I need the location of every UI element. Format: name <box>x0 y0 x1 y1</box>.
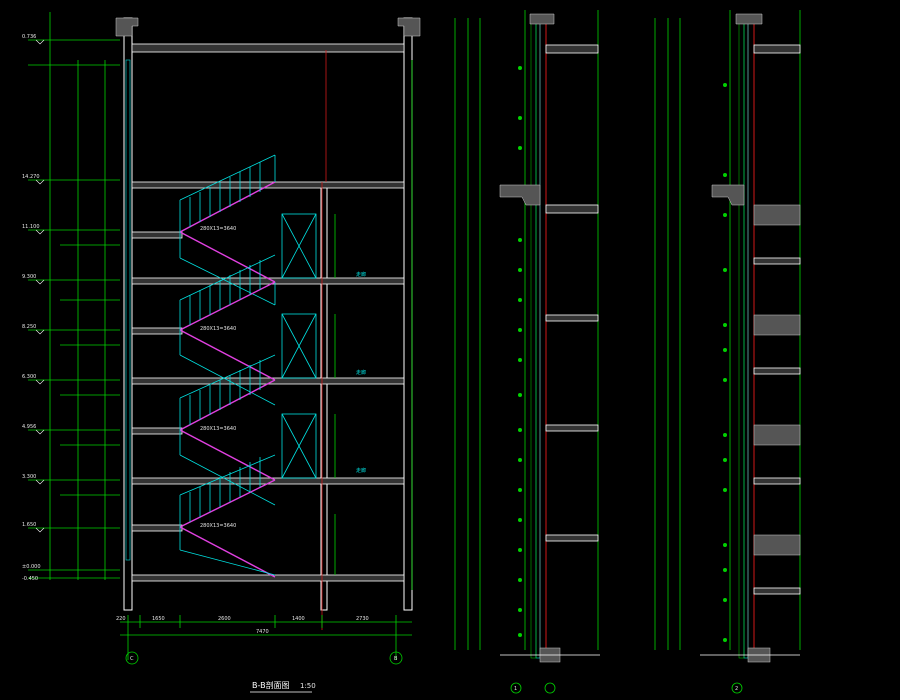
left-dimension-chains: 0.736 14.270 11.100 9.300 8.250 6.300 4.… <box>22 12 120 582</box>
axis-bubble-right: B <box>389 651 403 665</box>
horizontal-dimension: 1400 <box>292 616 305 622</box>
floor-label: 走廊 <box>356 369 366 376</box>
stair-flights <box>179 154 276 578</box>
elevation-label: 9.300 <box>22 274 36 280</box>
main-section: 走廊 走廊 走廊 280X13=3640 280X13=3640 280X13=… <box>115 17 421 693</box>
drawing-scale: 1:50 <box>300 682 316 690</box>
horizontal-dimension: 220 <box>116 616 126 622</box>
detail-label: 1 <box>514 686 517 692</box>
wall-detail-2: 2 <box>654 10 801 694</box>
floor-label: 走廊 <box>356 271 366 278</box>
horizontal-dimension: 2730 <box>356 616 369 622</box>
elevation-label: -0.450 <box>22 576 38 582</box>
axis-label: B <box>394 656 398 662</box>
elevation-label: 8.250 <box>22 324 36 330</box>
axis-bubble-left: C <box>125 651 139 665</box>
elevation-label: 4.956 <box>22 424 36 430</box>
stair-dimension: 280X13=3640 <box>200 226 236 232</box>
detail-label: 2 <box>735 686 738 692</box>
elevation-label: 6.300 <box>22 374 36 380</box>
elevation-label: 0.736 <box>22 34 36 40</box>
elevation-label: 14.270 <box>22 174 40 180</box>
elevation-label: 3.300 <box>22 474 36 480</box>
horizontal-dimension: 2600 <box>218 616 231 622</box>
stair-dimension: 280X13=3640 <box>200 426 236 432</box>
wall-detail-1: 1 <box>454 10 600 694</box>
stair-dimension: 280X13=3640 <box>200 523 236 529</box>
horizontal-dimension: 1650 <box>152 616 165 622</box>
floor-label: 走廊 <box>356 467 366 474</box>
elevation-label: 11.100 <box>22 224 40 230</box>
axis-label: C <box>130 656 134 662</box>
elevation-label: 1.650 <box>22 522 36 528</box>
drawing-title: B-B剖面图 <box>252 680 290 690</box>
elevation-markers: 0.736 14.270 11.100 9.300 8.250 6.300 4.… <box>22 34 41 582</box>
stair-dimension: 280X13=3640 <box>200 326 236 332</box>
horizontal-dimension: 7470 <box>256 629 269 635</box>
elevation-label: ±0.000 <box>22 564 41 570</box>
doors <box>281 213 317 479</box>
